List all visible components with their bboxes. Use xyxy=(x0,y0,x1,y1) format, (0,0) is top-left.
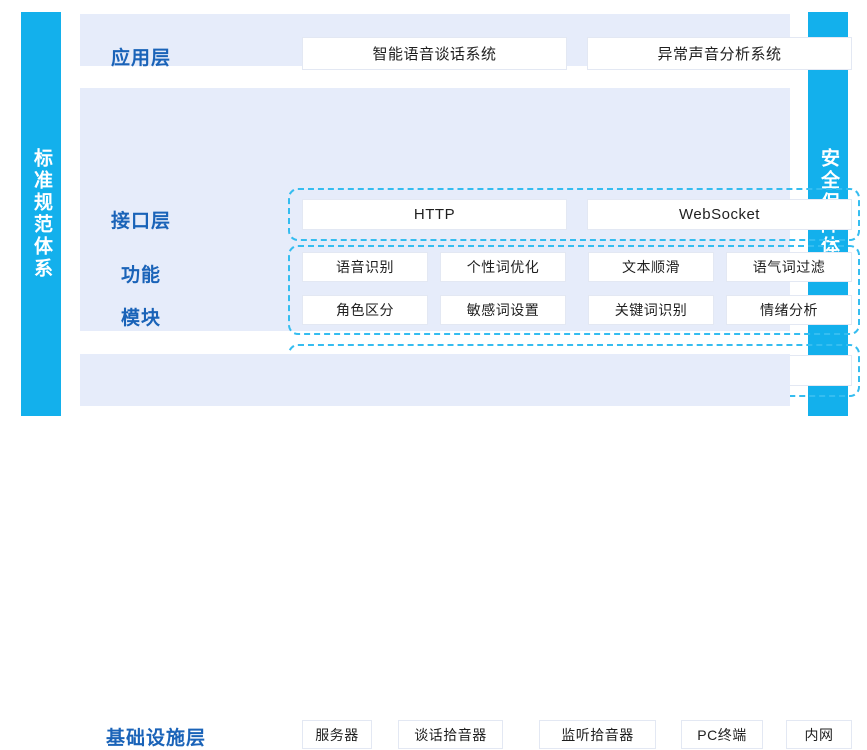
infrastructure-node-server[interactable]: 服务器 xyxy=(302,720,372,749)
function-node-personalized-word-optimization[interactable]: 个性词优化 xyxy=(440,252,566,282)
interface-node-websocket[interactable]: WebSocket xyxy=(587,199,852,230)
interface-layer-group xyxy=(288,188,860,241)
application-layer-label: 应用层 xyxy=(110,48,171,69)
infrastructure-node-pc-terminal[interactable]: PC终端 xyxy=(681,720,763,749)
infrastructure-node-conversation-microphone[interactable]: 谈话拾音器 xyxy=(398,720,503,749)
infrastructure-layer-panel: 基础设施层 服务器 谈话拾音器 监听拾音器 PC终端 内网 xyxy=(80,354,852,749)
function-module-label-line1: 功能 xyxy=(120,265,161,286)
function-node-sensitive-word-setting[interactable]: 敏感词设置 xyxy=(440,295,566,325)
function-node-role-distinction[interactable]: 角色区分 xyxy=(302,295,428,325)
function-node-speech-recognition[interactable]: 语音识别 xyxy=(302,252,428,282)
application-node-abnormal-sound-analysis-system[interactable]: 异常声音分析系统 xyxy=(587,37,852,70)
function-node-modal-particle-filtering[interactable]: 语气词过滤 xyxy=(726,252,852,282)
function-module-group xyxy=(288,245,860,335)
function-node-keyword-recognition[interactable]: 关键词识别 xyxy=(588,295,714,325)
function-module-label-line2: 模块 xyxy=(120,308,161,329)
function-node-emotion-analysis[interactable]: 情绪分析 xyxy=(726,295,852,325)
application-node-intelligent-voice-conversation-system[interactable]: 智能语音谈话系统 xyxy=(302,37,567,70)
architecture-diagram: 标准规范体系 安全保障体系 应用层 智能语音谈话系统 异常声音分析系统 接口层 … xyxy=(21,12,860,749)
core-layers-panel: 接口层 HTTP WebSocket 功能 模块 语音识别 个性词优化 文本顺滑… xyxy=(80,88,860,397)
infrastructure-node-intranet[interactable]: 内网 xyxy=(786,720,852,749)
left-side-bar: 标准规范体系 xyxy=(21,12,61,416)
interface-node-http[interactable]: HTTP xyxy=(302,199,567,230)
function-node-text-smoothing[interactable]: 文本顺滑 xyxy=(588,252,714,282)
left-side-bar-label: 标准规范体系 xyxy=(30,148,52,280)
infrastructure-layer-label: 基础设施层 xyxy=(105,728,206,749)
infrastructure-node-monitoring-microphone[interactable]: 监听拾音器 xyxy=(539,720,656,749)
interface-layer-label: 接口层 xyxy=(110,211,171,232)
application-layer-panel: 应用层 智能语音谈话系统 异常声音分析系统 xyxy=(80,14,852,70)
